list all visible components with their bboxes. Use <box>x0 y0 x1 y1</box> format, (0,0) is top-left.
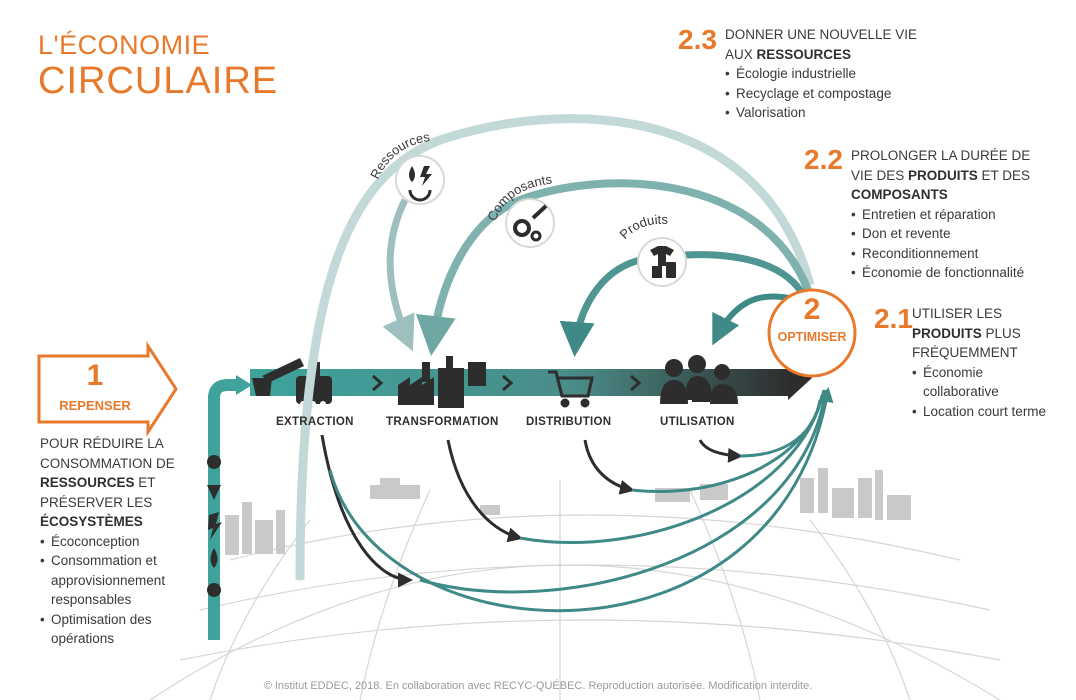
section-2-1-number: 2.1 <box>874 303 913 334</box>
resource-input-arrowhead <box>236 375 252 395</box>
section-2-3-heading-bold: RESSOURCES <box>756 46 852 62</box>
section-1-bullets: Écoconception Consommation et approvisio… <box>40 532 200 649</box>
section-2-2-text: PROLONGER LA DURÉE DE VIE DES PRODUITS E… <box>851 146 1030 283</box>
list-item: Consommation et approvisionnement respon… <box>40 551 201 610</box>
stage-label-distribution: DISTRIBUTION <box>526 416 612 428</box>
optimiser-label: OPTIMISER <box>777 330 847 344</box>
transformation-icon <box>398 356 486 408</box>
return-line-utilisation <box>698 439 743 463</box>
repenser-number: 1 <box>86 359 104 392</box>
copyright-footer: © Institut EDDEC, 2018. En collaboration… <box>263 680 813 692</box>
list-item: Écologie industrielle <box>725 64 917 84</box>
optimiser-circle <box>767 288 857 378</box>
list-item: Valorisation <box>725 103 917 123</box>
stage-label-extraction: EXTRACTION <box>276 416 354 428</box>
list-item: Écoconception <box>40 532 200 552</box>
section-2-3-text: DONNER UNE NOUVELLE VIE AUX RESSOURCES É… <box>725 25 917 123</box>
stage-label-transformation: TRANSFORMATION <box>386 416 499 428</box>
list-item: Économie de fonctionnalité <box>851 263 1030 283</box>
title-line2: CIRCULAIRE <box>38 60 279 102</box>
section-2-3-number: 2.3 <box>678 24 717 55</box>
repenser-badge <box>37 340 178 438</box>
section-2-2-bullets: Entretien et réparation Don et revente R… <box>851 205 1030 283</box>
optimiser-number: 2 <box>803 293 821 326</box>
return-line-extraction <box>320 434 413 588</box>
loop-bottom-3 <box>519 389 826 545</box>
return-line-transformation <box>446 439 523 543</box>
resource-icons <box>207 455 222 597</box>
section-2-1-bullets: Économie collaborative Location court te… <box>912 363 1072 422</box>
loop-ressources <box>295 114 815 581</box>
section-1-text: POUR RÉDUIRE LA CONSOMMATION DE RESSOURC… <box>40 434 200 649</box>
flow-chevrons <box>372 374 642 392</box>
loop-bottom-5 <box>739 399 822 458</box>
loop-bottom-1 <box>328 387 834 613</box>
return-line-distribution <box>583 439 635 495</box>
produits-icon <box>637 237 687 287</box>
users-icon <box>660 355 738 404</box>
section-2-3-heading: DONNER UNE NOUVELLE VIE <box>725 27 918 42</box>
list-item: Recyclage et compostage <box>725 84 917 104</box>
resource-input-elbow <box>208 379 238 399</box>
loop-ressources-branch <box>382 198 415 352</box>
loop-bottom-2 <box>419 389 828 594</box>
list-item: Don et revente <box>851 224 1030 244</box>
list-item: Entretien et réparation <box>851 205 1030 225</box>
loop-composants <box>415 179 812 356</box>
list-item: Économie collaborative <box>912 363 1023 402</box>
section-2-2-number: 2.2 <box>804 144 843 175</box>
list-item: Location court terme <box>912 402 1072 422</box>
section-2-1-text: UTILISER LES PRODUITS PLUS FRÉQUEMMENT É… <box>912 304 1072 421</box>
shopping-cart-icon <box>548 370 594 408</box>
section-2-3-bullets: Écologie industrielle Recyclage et compo… <box>725 64 917 123</box>
title-line1: L'ÉCONOMIE <box>38 30 211 60</box>
composants-icon <box>505 198 555 248</box>
ressources-icon <box>395 155 445 205</box>
stage-label-utilisation: UTILISATION <box>660 416 735 428</box>
list-item: Optimisation des opérations <box>40 610 171 649</box>
repenser-label: REPENSER <box>59 398 131 413</box>
list-item: Reconditionnement <box>851 244 1030 264</box>
